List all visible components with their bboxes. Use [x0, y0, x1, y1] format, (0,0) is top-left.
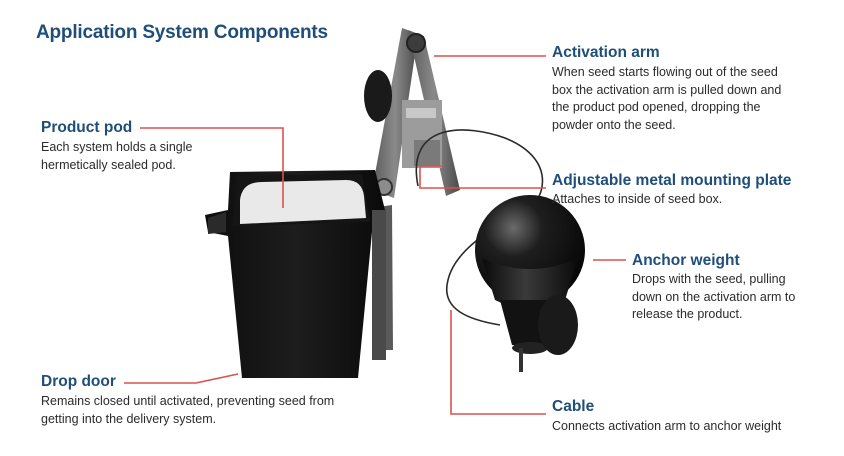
mounting-plate-title: Adjustable metal mounting plate [552, 172, 791, 190]
anchor-weight [475, 195, 585, 372]
anchor-weight-title: Anchor weight [632, 252, 740, 270]
pod-holder-box [205, 170, 386, 378]
cable-title: Cable [552, 398, 594, 416]
product-pod-title: Product pod [41, 119, 132, 137]
leader-line-mounting-plate [420, 166, 546, 188]
product-pod-description: Each system holds a single hermetically … [41, 139, 211, 174]
drop-door-description: Remains closed until activated, preventi… [41, 393, 353, 428]
activation-arm-title: Activation arm [552, 44, 660, 62]
cable-description: Connects activation arm to anchor weight [552, 418, 832, 436]
leader-line-drop-door [124, 374, 238, 383]
drop-door-title: Drop door [41, 373, 116, 391]
activation-arm-description: When seed starts flowing out of the seed… [552, 64, 792, 134]
anchor-weight-description: Drops with the seed, pulling down on the… [632, 271, 818, 324]
rear-disc [364, 70, 392, 122]
product-pod [240, 180, 366, 224]
mounting-plate-description: Attaches to inside of seed box. [552, 191, 812, 209]
